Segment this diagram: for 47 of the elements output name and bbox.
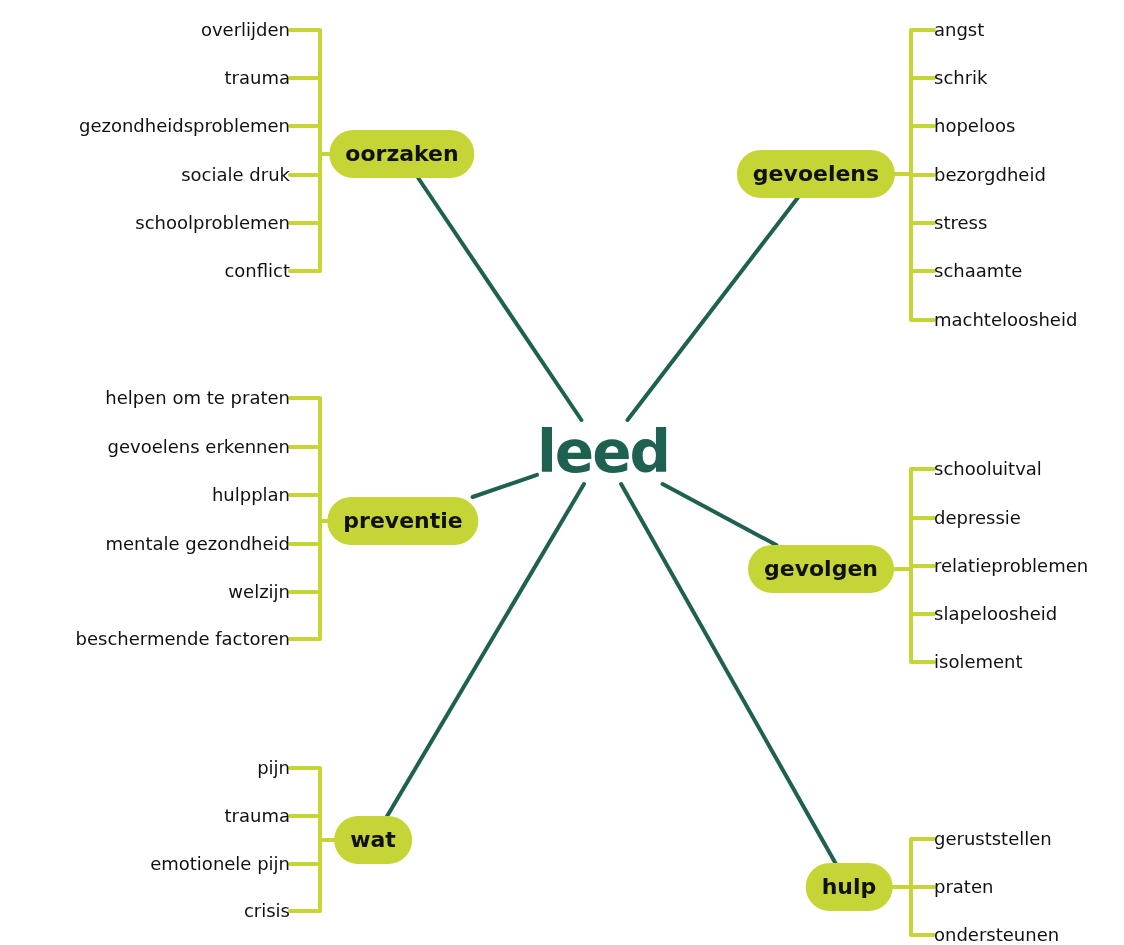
category-tag: gevoelens [736, 150, 896, 198]
topic-item: schrik [934, 66, 988, 90]
topic-item: ondersteunen [934, 923, 1060, 945]
bracket-line [890, 885, 936, 937]
topic-item: isolement [934, 650, 1023, 674]
connector-line [660, 482, 779, 547]
category-tag: oorzaken [329, 130, 475, 178]
central-topic: leed [536, 420, 670, 484]
topic-item: trauma [224, 66, 290, 90]
topic-item: conflict [224, 259, 290, 283]
topic-item: bezorgdheid [934, 163, 1046, 187]
topic-item: pijn [257, 756, 290, 780]
connector-line [385, 482, 586, 818]
topic-item: angst [934, 18, 985, 42]
topic-item: hulpplan [211, 483, 290, 507]
topic-item: depressie [934, 506, 1021, 530]
topic-item: trauma [224, 804, 290, 828]
topic-item: emotionele pijn [150, 852, 290, 876]
connector-line [619, 482, 838, 865]
topic-item: beschermende factoren [75, 627, 290, 651]
topic-item: slapeloosheid [934, 602, 1058, 626]
connector-line [416, 176, 584, 422]
topic-item: praten [934, 875, 994, 899]
topic-item: crisis [243, 899, 290, 923]
topic-item: helpen om te praten [105, 386, 290, 410]
topic-item: mentale gezondheid [105, 532, 290, 556]
topic-item: schoolproblemen [135, 211, 290, 235]
topic-item: schooluitval [934, 457, 1042, 481]
bracket-line [288, 519, 330, 641]
category-tag: preventie [327, 497, 479, 545]
topic-item: geruststellen [934, 827, 1052, 851]
category-tag: wat [334, 816, 412, 864]
bracket-line [893, 172, 936, 322]
category-tag: gevolgen [748, 545, 894, 593]
topic-item: overlijden [200, 18, 290, 42]
connector-line [625, 196, 800, 422]
topic-item: gezondheidsproblemen [78, 114, 290, 138]
topic-item: gevoelens erkennen [107, 435, 290, 459]
topic-item: machteloosheid [934, 308, 1078, 332]
connector-line [470, 472, 539, 499]
topic-item: stress [934, 211, 988, 235]
topic-item: hopeloos [934, 114, 1016, 138]
topic-item: welzijn [228, 580, 290, 604]
topic-item: sociale druk [181, 163, 290, 187]
topic-item: schaamte [934, 259, 1023, 283]
category-tag: hulp [805, 863, 893, 911]
topic-item: relatieproblemen [934, 554, 1089, 578]
